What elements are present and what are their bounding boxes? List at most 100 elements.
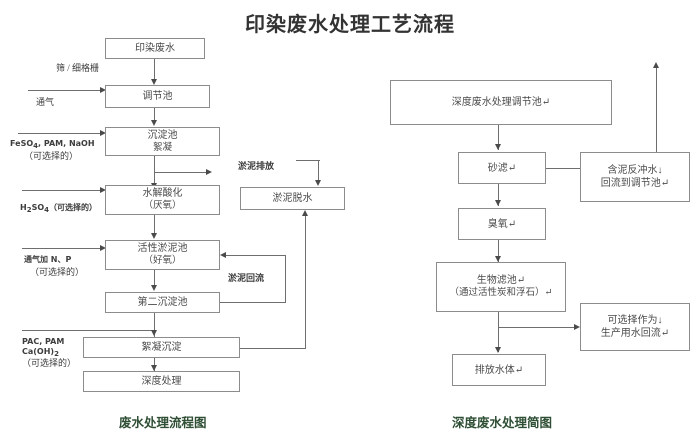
arrowhead-sludge-to-dewater	[302, 210, 308, 216]
box-discharge-water-body[interactable]: 排放水体↵	[452, 354, 546, 386]
box-second-sedimentation[interactable]: 第二沉淀池	[105, 292, 220, 313]
caption-left-diagram: 废水处理流程图	[119, 415, 207, 430]
label-feso4-rest: , PAM, NaOH	[38, 139, 95, 148]
box-activated-sludge-tank[interactable]: 活性淤泥池 （好氧）	[105, 240, 220, 270]
label-h2so4-sub2: 4	[44, 206, 50, 214]
label-pac-pam: PAC, PAM	[22, 337, 65, 346]
connector-biofilter-down	[498, 312, 500, 352]
label-sludge-discharge: 淤泥排放	[238, 161, 275, 171]
connector-sludge-return-out	[220, 302, 286, 304]
arrowhead-activated-to-second-sed	[151, 285, 157, 291]
label-screen-grate: 筛 / 细格栅	[56, 63, 100, 73]
box-backwash-return[interactable]: 含泥反冲水↓ 回流到调节池↵	[580, 152, 690, 202]
box-hydrolysis-acidification[interactable]: 水解酸化 （厌氧）	[105, 185, 220, 215]
connector-sand-to-ozone	[498, 184, 500, 206]
page-title: 印染废水处理工艺流程	[245, 12, 455, 36]
arrowhead-backwash-riser	[653, 62, 659, 68]
arrowhead-second-sed-to-floc	[151, 330, 157, 336]
box-sludge-dewatering-label: 淤泥脱水	[272, 193, 313, 204]
label-caoh2-subscript: 2	[54, 350, 59, 358]
connector-aeration-np-inlet	[22, 248, 104, 250]
box-biofilter[interactable]: 生物滤池↵ （通过活性炭和浮石）↵	[436, 262, 566, 312]
box-production-reuse-label1: 可选择作为↓	[607, 315, 663, 326]
box-raw-wastewater-label: 印染废水	[135, 43, 175, 54]
arrowhead-feso4-inlet	[100, 129, 106, 136]
box-sedimentation-tank-sublabel: 絮凝	[152, 142, 172, 153]
box-sedimentation-tank-label: 沉淀池	[147, 129, 178, 141]
box-equalization-tank[interactable]: 调节池	[105, 85, 210, 108]
connector-second-sed-down	[154, 313, 156, 338]
connector-floc-to-advanced	[154, 358, 156, 371]
box-adv-equalization-tank[interactable]: 深度废水处理调节池↵	[390, 80, 612, 125]
connector-h2so4-inlet	[22, 190, 104, 192]
connector-sed-down	[154, 156, 156, 185]
arrowhead-sand-to-ozone	[495, 200, 501, 206]
box-equalization-tank-label: 调节池	[142, 91, 173, 102]
box-second-sedimentation-label: 第二沉淀池	[137, 297, 188, 308]
connector-activated-to-second-sed	[154, 270, 156, 286]
connector-floc-sludge-right	[240, 348, 306, 350]
arrowhead-equalization-to-sed	[151, 120, 157, 126]
label-feso4-dosing: FeSO4, PAM, NaOH	[10, 138, 95, 152]
arrowhead-biofilter-to-discharge	[495, 347, 501, 353]
box-production-reuse-label2: 生产用水回流↵	[600, 328, 670, 339]
label-aeration-np-optional: （可选择的）	[30, 267, 85, 277]
label-caoh2: Ca(OH)2	[22, 346, 59, 360]
connector-biofilter-to-reuse	[498, 327, 578, 329]
box-sedimentation-tank[interactable]: 沉淀池 絮凝	[105, 127, 220, 156]
label-feso4-formula: FeSO	[10, 139, 34, 148]
arrowhead-sludge-discharge	[315, 180, 321, 186]
label-pac-optional: （可选择的）	[22, 358, 77, 368]
box-raw-wastewater[interactable]: 印染废水	[105, 38, 205, 59]
arrowhead-aeration-np-inlet	[100, 244, 106, 251]
arrowhead-biofilter-to-reuse	[574, 323, 580, 330]
connector-sludge-return-in	[226, 255, 286, 257]
connector-sludge-discharge-elbow-h	[296, 160, 320, 162]
arrowhead-floc-to-advanced	[151, 365, 157, 371]
label-caoh2-formula: Ca(OH)	[22, 347, 55, 356]
box-ozone-label: 臭氧↵	[487, 218, 517, 230]
connector-hydrolysis-to-activated	[154, 215, 156, 234]
box-activated-sludge-label: 活性淤泥池	[137, 243, 188, 254]
arrowhead-sed-sludge-right	[206, 168, 212, 175]
box-ozone[interactable]: 臭氧↵	[458, 208, 546, 240]
label-h2so4-dosing: H2SO4（可选择的）	[20, 202, 97, 216]
box-sludge-dewatering[interactable]: 淤泥脱水	[240, 187, 345, 210]
label-h2so4-h: H	[20, 203, 27, 212]
arrowhead-h2so4-inlet	[100, 186, 106, 193]
connector-sludge-to-dewater-up	[305, 216, 307, 349]
label-feso4-optional: （可选择的）	[24, 151, 79, 161]
box-biofilter-label: 生物滤池↵	[476, 275, 526, 286]
caption-right-diagram: 深度废水处理简图	[452, 415, 553, 430]
arrowhead-ozone-to-biofilter	[495, 256, 501, 262]
label-h2so4-optional: （可选择的）	[49, 203, 98, 212]
box-sand-filter-label: 砂滤↵	[487, 162, 517, 174]
box-activated-sludge-sublabel: （好氧）	[143, 256, 182, 266]
box-floc-sedimentation[interactable]: 絮凝沉淀	[83, 337, 240, 358]
box-sand-filter[interactable]: 砂滤↵	[458, 152, 546, 184]
box-backwash-return-label1: 含泥反冲水↓	[607, 165, 663, 176]
arrowhead-hydrolysis-to-activated	[151, 233, 157, 239]
label-sludge-return: 淤泥回流	[228, 273, 265, 283]
connector-sand-to-backwash	[546, 168, 581, 170]
label-aeration-np: 通气加 N、P	[24, 255, 72, 264]
connector-sed-sludge-right	[154, 172, 209, 174]
label-aeration: 通气	[36, 97, 55, 107]
connector-aeration-inlet	[28, 90, 104, 92]
arrowhead-sludge-return-in	[220, 251, 226, 258]
arrowhead-raw-to-equalization	[151, 79, 157, 85]
connector-sludge-discharge-elbow-v	[318, 160, 320, 182]
connector-adv-eq-to-sand	[498, 125, 500, 150]
box-advanced-treatment-label: 深度处理	[141, 376, 182, 387]
label-h2so4-so: SO	[31, 203, 45, 212]
box-advanced-treatment[interactable]: 深度处理	[83, 371, 240, 392]
box-discharge-water-body-label: 排放水体↵	[474, 364, 524, 376]
arrowhead-adv-eq-to-sand	[495, 144, 501, 150]
box-production-reuse[interactable]: 可选择作为↓ 生产用水回流↵	[580, 303, 690, 351]
arrowhead-aeration-inlet	[100, 86, 106, 93]
label-h2so4-sub1: 2	[26, 206, 32, 214]
connector-ozone-to-biofilter	[498, 240, 500, 262]
connector-sludge-return-up	[285, 255, 287, 303]
box-hydrolysis-sublabel: （厌氧）	[143, 201, 182, 211]
connector-equalization-to-sed	[154, 108, 156, 121]
